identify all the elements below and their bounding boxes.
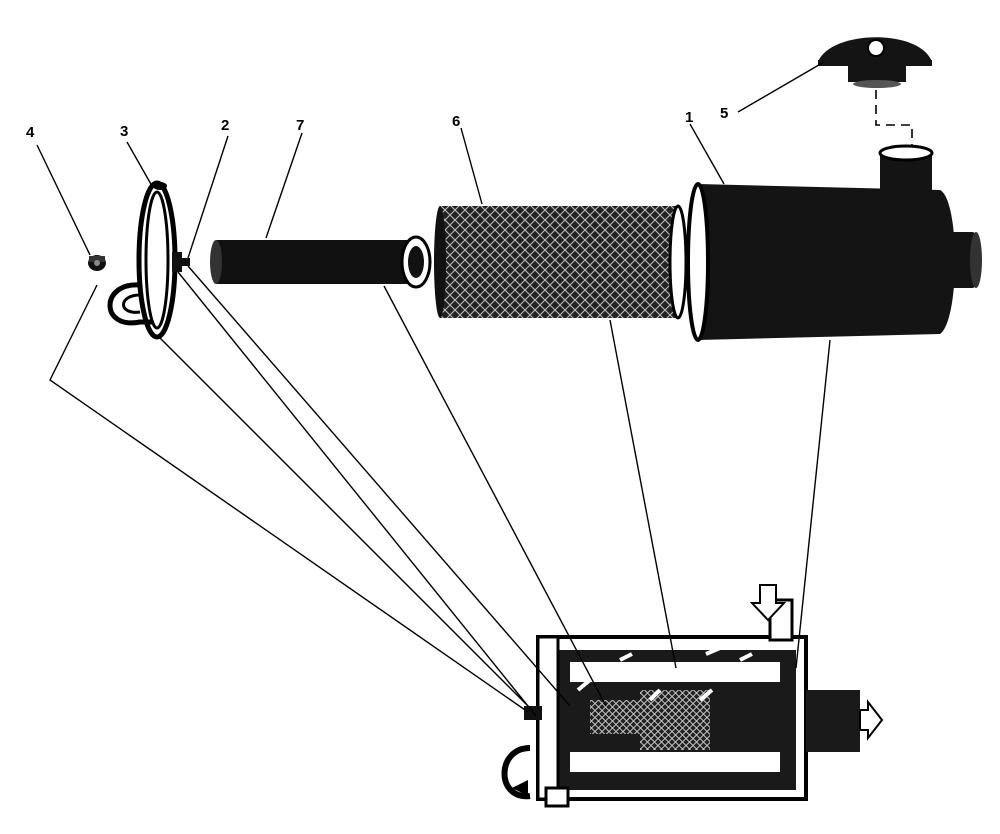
cap-connection-dash — [875, 90, 913, 145]
part-5-rain-cap — [818, 37, 932, 88]
assembly-line-6 — [609, 319, 677, 669]
assembly-line-7 — [383, 285, 607, 707]
assembly-cutaway — [501, 584, 884, 808]
leader-3 — [126, 141, 153, 187]
part-7-safety-element — [210, 235, 432, 289]
leader-4 — [36, 144, 91, 256]
part-4-wing-nut — [88, 255, 106, 271]
assembly-line-2 — [177, 271, 537, 717]
leader-6 — [460, 127, 483, 205]
part-6-primary-element — [434, 204, 688, 320]
callout-5: 5 — [720, 105, 728, 122]
assembly-line-3 — [157, 335, 533, 711]
callout-7: 7 — [296, 117, 304, 134]
callout-2: 2 — [221, 117, 229, 134]
callout-4: 4 — [26, 124, 35, 141]
part-2-gasket — [172, 252, 190, 272]
leader-7 — [265, 132, 303, 239]
callout-1: 1 — [685, 109, 693, 126]
leader-2 — [187, 135, 229, 259]
part-3-end-cover — [107, 180, 178, 340]
leader-lines — [36, 61, 831, 717]
callout-6: 6 — [452, 113, 460, 130]
leader-5 — [737, 61, 825, 113]
callouts: 4 3 2 7 6 1 5 — [26, 105, 728, 141]
callout-3: 3 — [120, 123, 128, 140]
assembly-line-1 — [795, 339, 831, 669]
part-1-housing — [686, 144, 982, 342]
assembly-line-2b — [187, 265, 571, 707]
assembly-line-4 — [49, 284, 529, 713]
leader-1 — [689, 123, 725, 185]
